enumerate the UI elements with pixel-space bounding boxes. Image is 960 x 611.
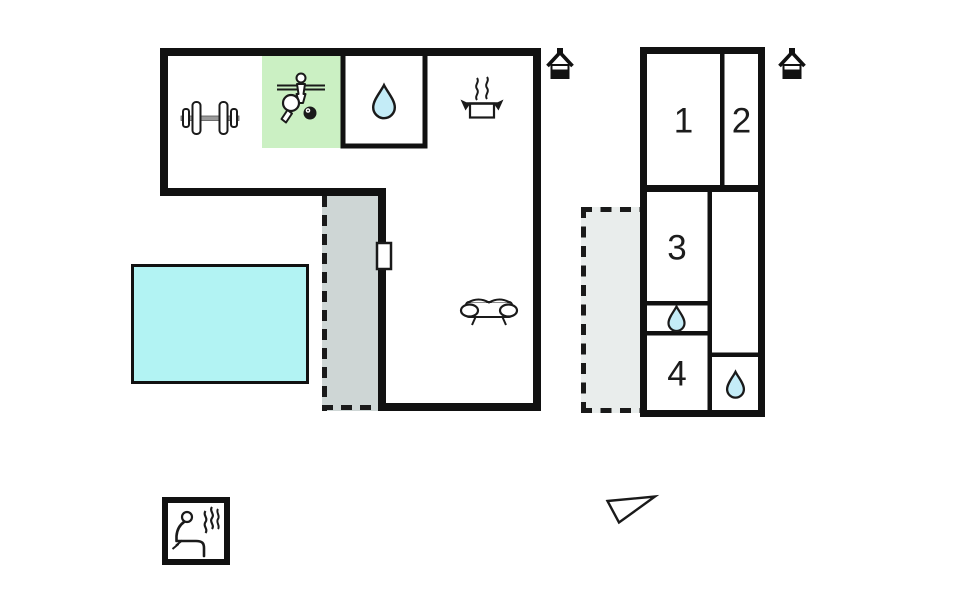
house-entrance-icon [778,48,806,79]
room-3-number: 3 [667,229,686,268]
cooking-pot-icon [460,76,504,119]
wall-below-rooms12 [647,185,758,192]
main-building-floor [160,48,541,411]
wall-lower-vertical [707,192,712,410]
wall-bath-corner-top [712,352,758,357]
sauna [162,497,230,565]
annex-building: 1 2 3 4 [581,47,806,417]
room-1-number: 1 [674,102,693,141]
wall-bath-mid-bottom [647,331,708,336]
pool [131,264,309,384]
annex-terrace [581,207,640,413]
north-arrow [605,494,660,525]
wall-bath-mid-top [647,301,708,306]
table-tennis-icon [277,72,325,124]
sofa-icon [459,298,519,326]
wall-room1-room2 [720,54,725,185]
door-marker [375,241,393,271]
main-building [131,48,574,411]
main-terrace [322,196,378,411]
house-entrance-icon [546,48,574,79]
sauna-icon [171,506,220,558]
room-2-number: 2 [732,102,751,141]
barbell-icon [180,101,240,135]
room-4-number: 4 [667,355,686,394]
